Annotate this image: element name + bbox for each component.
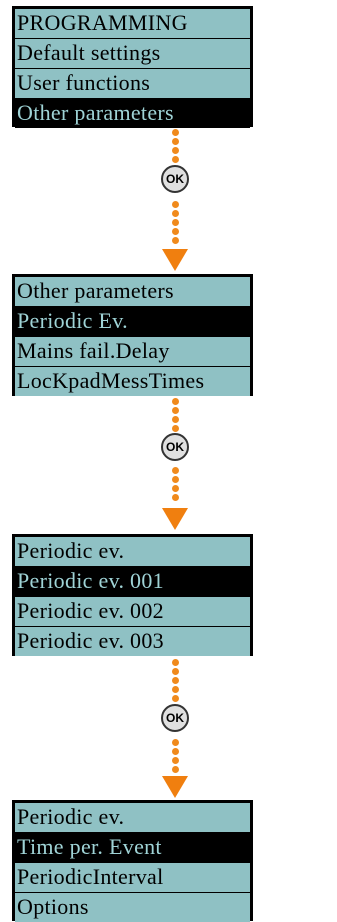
flow-connector: OK — [145, 127, 205, 274]
menu-item-periodic-interval[interactable]: PeriodicInterval — [15, 863, 250, 892]
lcd-screen-periodic-ev-options: Periodic ev. Time per. Event PeriodicInt… — [12, 800, 253, 922]
connector-dot — [172, 476, 179, 483]
menu-item-programming: PROGRAMMING — [15, 9, 250, 38]
connector-dot — [172, 210, 179, 217]
connector-dot — [172, 695, 179, 702]
arrow-down-icon — [162, 776, 188, 798]
connector-dot — [172, 201, 179, 208]
connector-dot — [172, 147, 179, 154]
connector-dot — [172, 748, 179, 755]
connector-dot — [172, 739, 179, 746]
connector-dot — [172, 757, 179, 764]
menu-item-default-settings[interactable]: Default settings — [15, 39, 250, 68]
ok-button-icon: OK — [161, 165, 189, 193]
lcd-screen-other-parameters: Other parameters Periodic Ev. Mains fail… — [12, 274, 253, 396]
connector-dot — [172, 467, 179, 474]
connector-dot — [172, 398, 179, 405]
connector-dot — [172, 407, 179, 414]
menu-title-periodic-ev: Periodic ev. — [15, 537, 250, 566]
ok-button-icon: OK — [161, 433, 189, 461]
menu-item-options[interactable]: Options — [15, 893, 250, 922]
menu-item-periodic-ev-003[interactable]: Periodic ev. 003 — [15, 627, 250, 656]
connector-dot — [172, 686, 179, 693]
menu-item-periodic-ev[interactable]: Periodic Ev. — [15, 307, 250, 336]
connector-dot — [172, 485, 179, 492]
menu-item-user-functions[interactable]: User functions — [15, 69, 250, 98]
lcd-screen-periodic-ev-list: Periodic ev. Periodic ev. 001 Periodic e… — [12, 534, 253, 656]
menu-item-time-per-event[interactable]: Time per. Event — [15, 833, 250, 862]
connector-dot — [172, 228, 179, 235]
menu-title-periodic-ev: Periodic ev. — [15, 803, 250, 832]
arrow-down-icon — [162, 508, 188, 530]
menu-item-periodic-ev-001[interactable]: Periodic ev. 001 — [15, 567, 250, 596]
connector-dot — [172, 766, 179, 773]
flow-connector: OK — [145, 396, 205, 534]
flow-connector: OK — [145, 656, 205, 800]
connector-dot — [172, 416, 179, 423]
menu-item-periodic-ev-002[interactable]: Periodic ev. 002 — [15, 597, 250, 626]
connector-dot — [172, 494, 179, 501]
connector-dot — [172, 425, 179, 432]
ok-button-icon: OK — [161, 704, 189, 732]
menu-item-mains-fail-delay[interactable]: Mains fail.Delay — [15, 337, 250, 366]
connector-dot — [172, 237, 179, 244]
connector-dot — [172, 219, 179, 226]
connector-dot — [172, 659, 179, 666]
connector-dot — [172, 156, 179, 163]
menu-title-other-parameters: Other parameters — [15, 277, 250, 306]
arrow-down-icon — [162, 249, 188, 271]
connector-dot — [172, 138, 179, 145]
menu-item-other-parameters[interactable]: Other parameters — [15, 99, 250, 128]
connector-dot — [172, 677, 179, 684]
connector-dot — [172, 129, 179, 136]
menu-item-lock-kpad-mess-times[interactable]: LocKpadMessTimes — [15, 367, 250, 396]
lcd-screen-programming-menu: PROGRAMMING Default settings User functi… — [12, 6, 253, 128]
connector-dot — [172, 668, 179, 675]
